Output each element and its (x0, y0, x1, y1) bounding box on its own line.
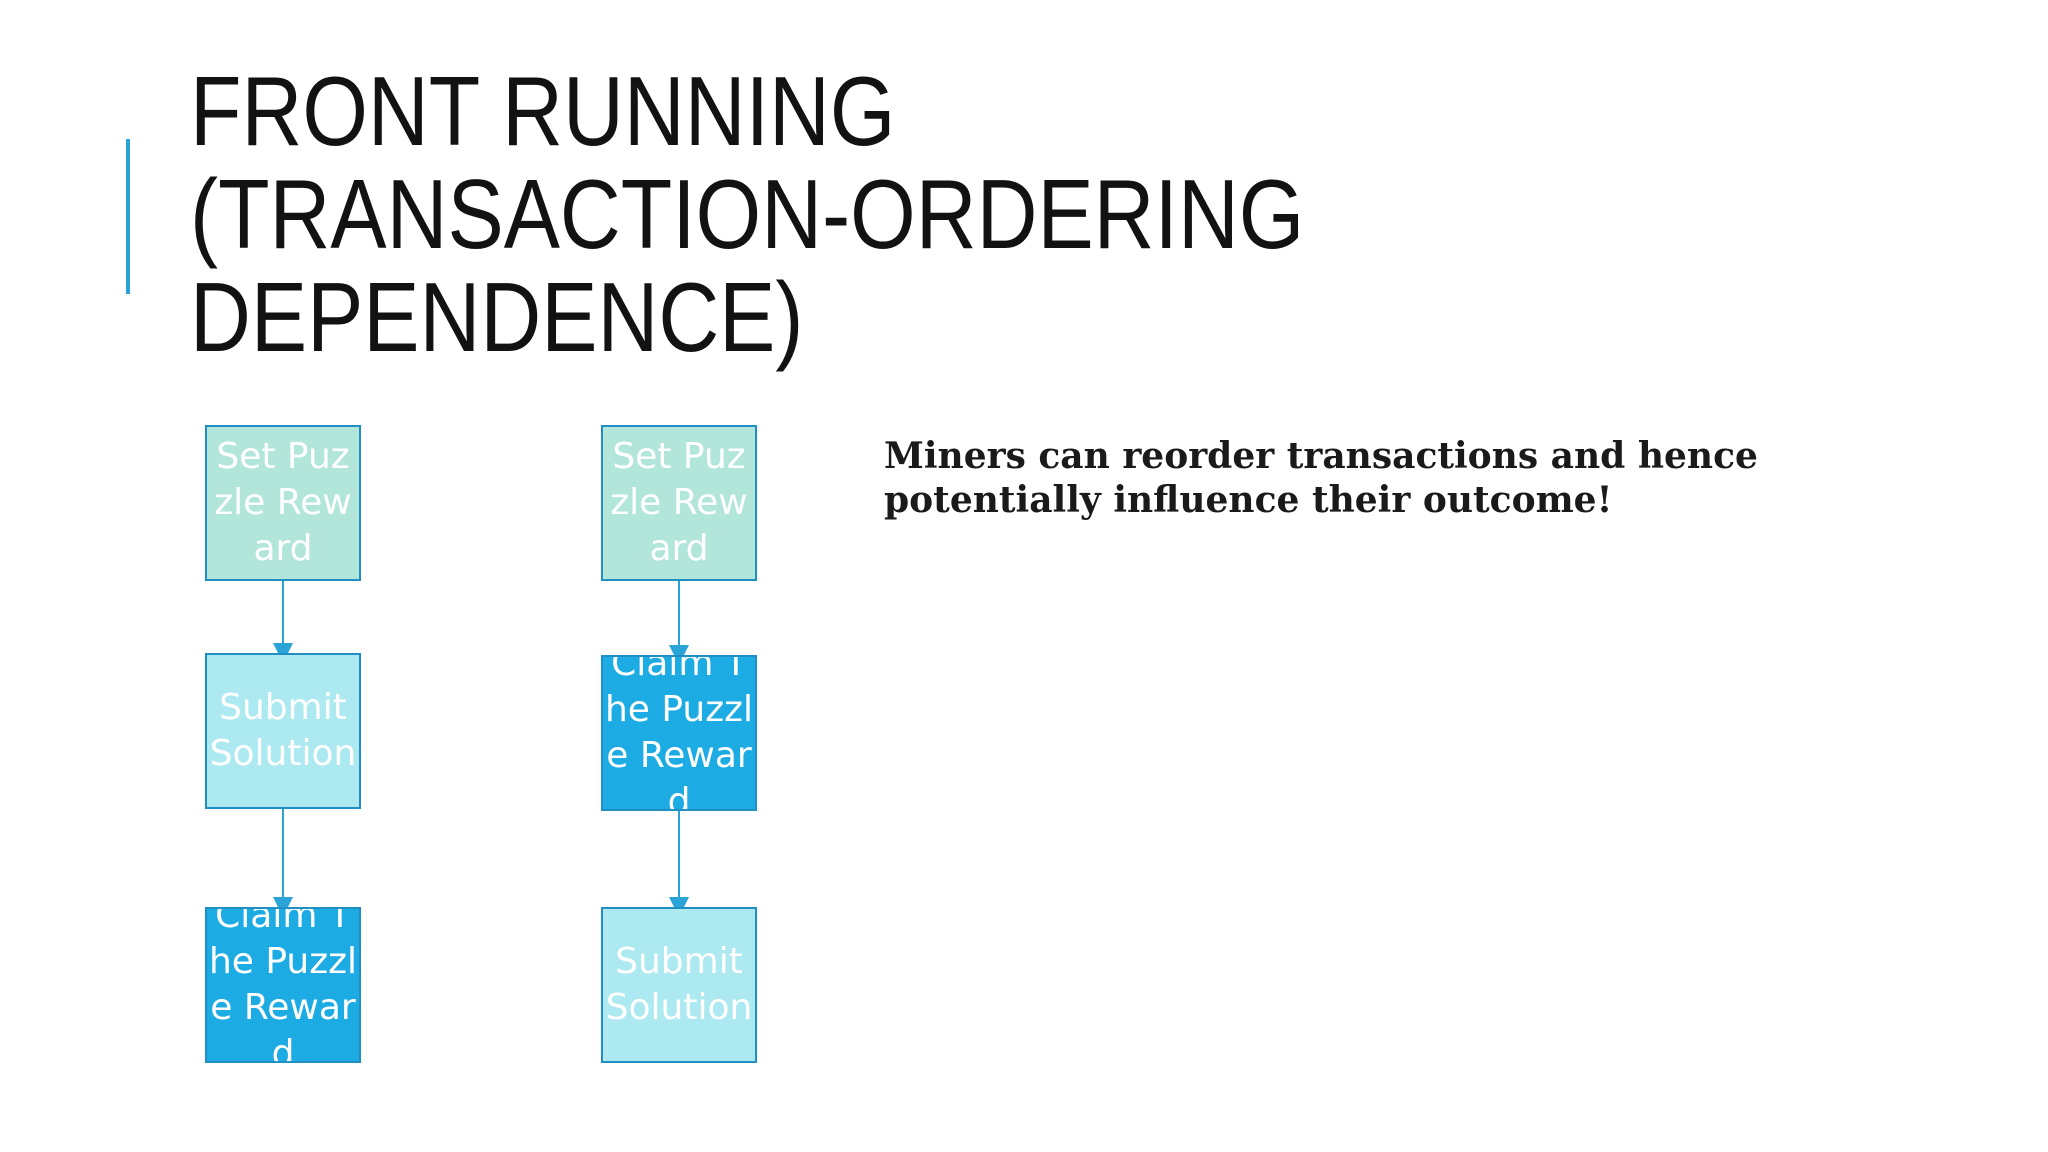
box-label: Claim The Puzzle Reward (604, 655, 754, 811)
left-claim-puzzle-reward-box: Claim The Puzzle Reward (205, 907, 361, 1063)
accent-bar (126, 139, 130, 294)
box-label: Submit Solution (209, 687, 357, 774)
box-label: Claim The Puzzle Reward (208, 907, 358, 1063)
right-submit-solution-box: Submit Solution (601, 907, 757, 1063)
slide-title: FRONT RUNNING (TRANSACTION-ORDERING DEPE… (190, 60, 1304, 369)
left-submit-solution-box: Submit Solution (205, 653, 361, 809)
right-claim-puzzle-reward-box: Claim The Puzzle Reward (601, 655, 757, 811)
box-label: Submit Solution (605, 941, 753, 1028)
left-set-puzzle-reward-box: Set Puzzle Reward (205, 425, 361, 581)
title-line-1: FRONT RUNNING (190, 56, 896, 166)
title-line-2: (TRANSACTION-ORDERING (190, 159, 1305, 269)
right-set-puzzle-reward-box: Set Puzzle Reward (601, 425, 757, 581)
title-line-3: DEPENDENCE) (190, 262, 804, 372)
miners-reorder-statement: Miners can reorder transactions and henc… (884, 435, 1758, 521)
box-label: Set Puzzle Reward (610, 436, 748, 569)
box-label: Set Puzzle Reward (214, 436, 352, 569)
